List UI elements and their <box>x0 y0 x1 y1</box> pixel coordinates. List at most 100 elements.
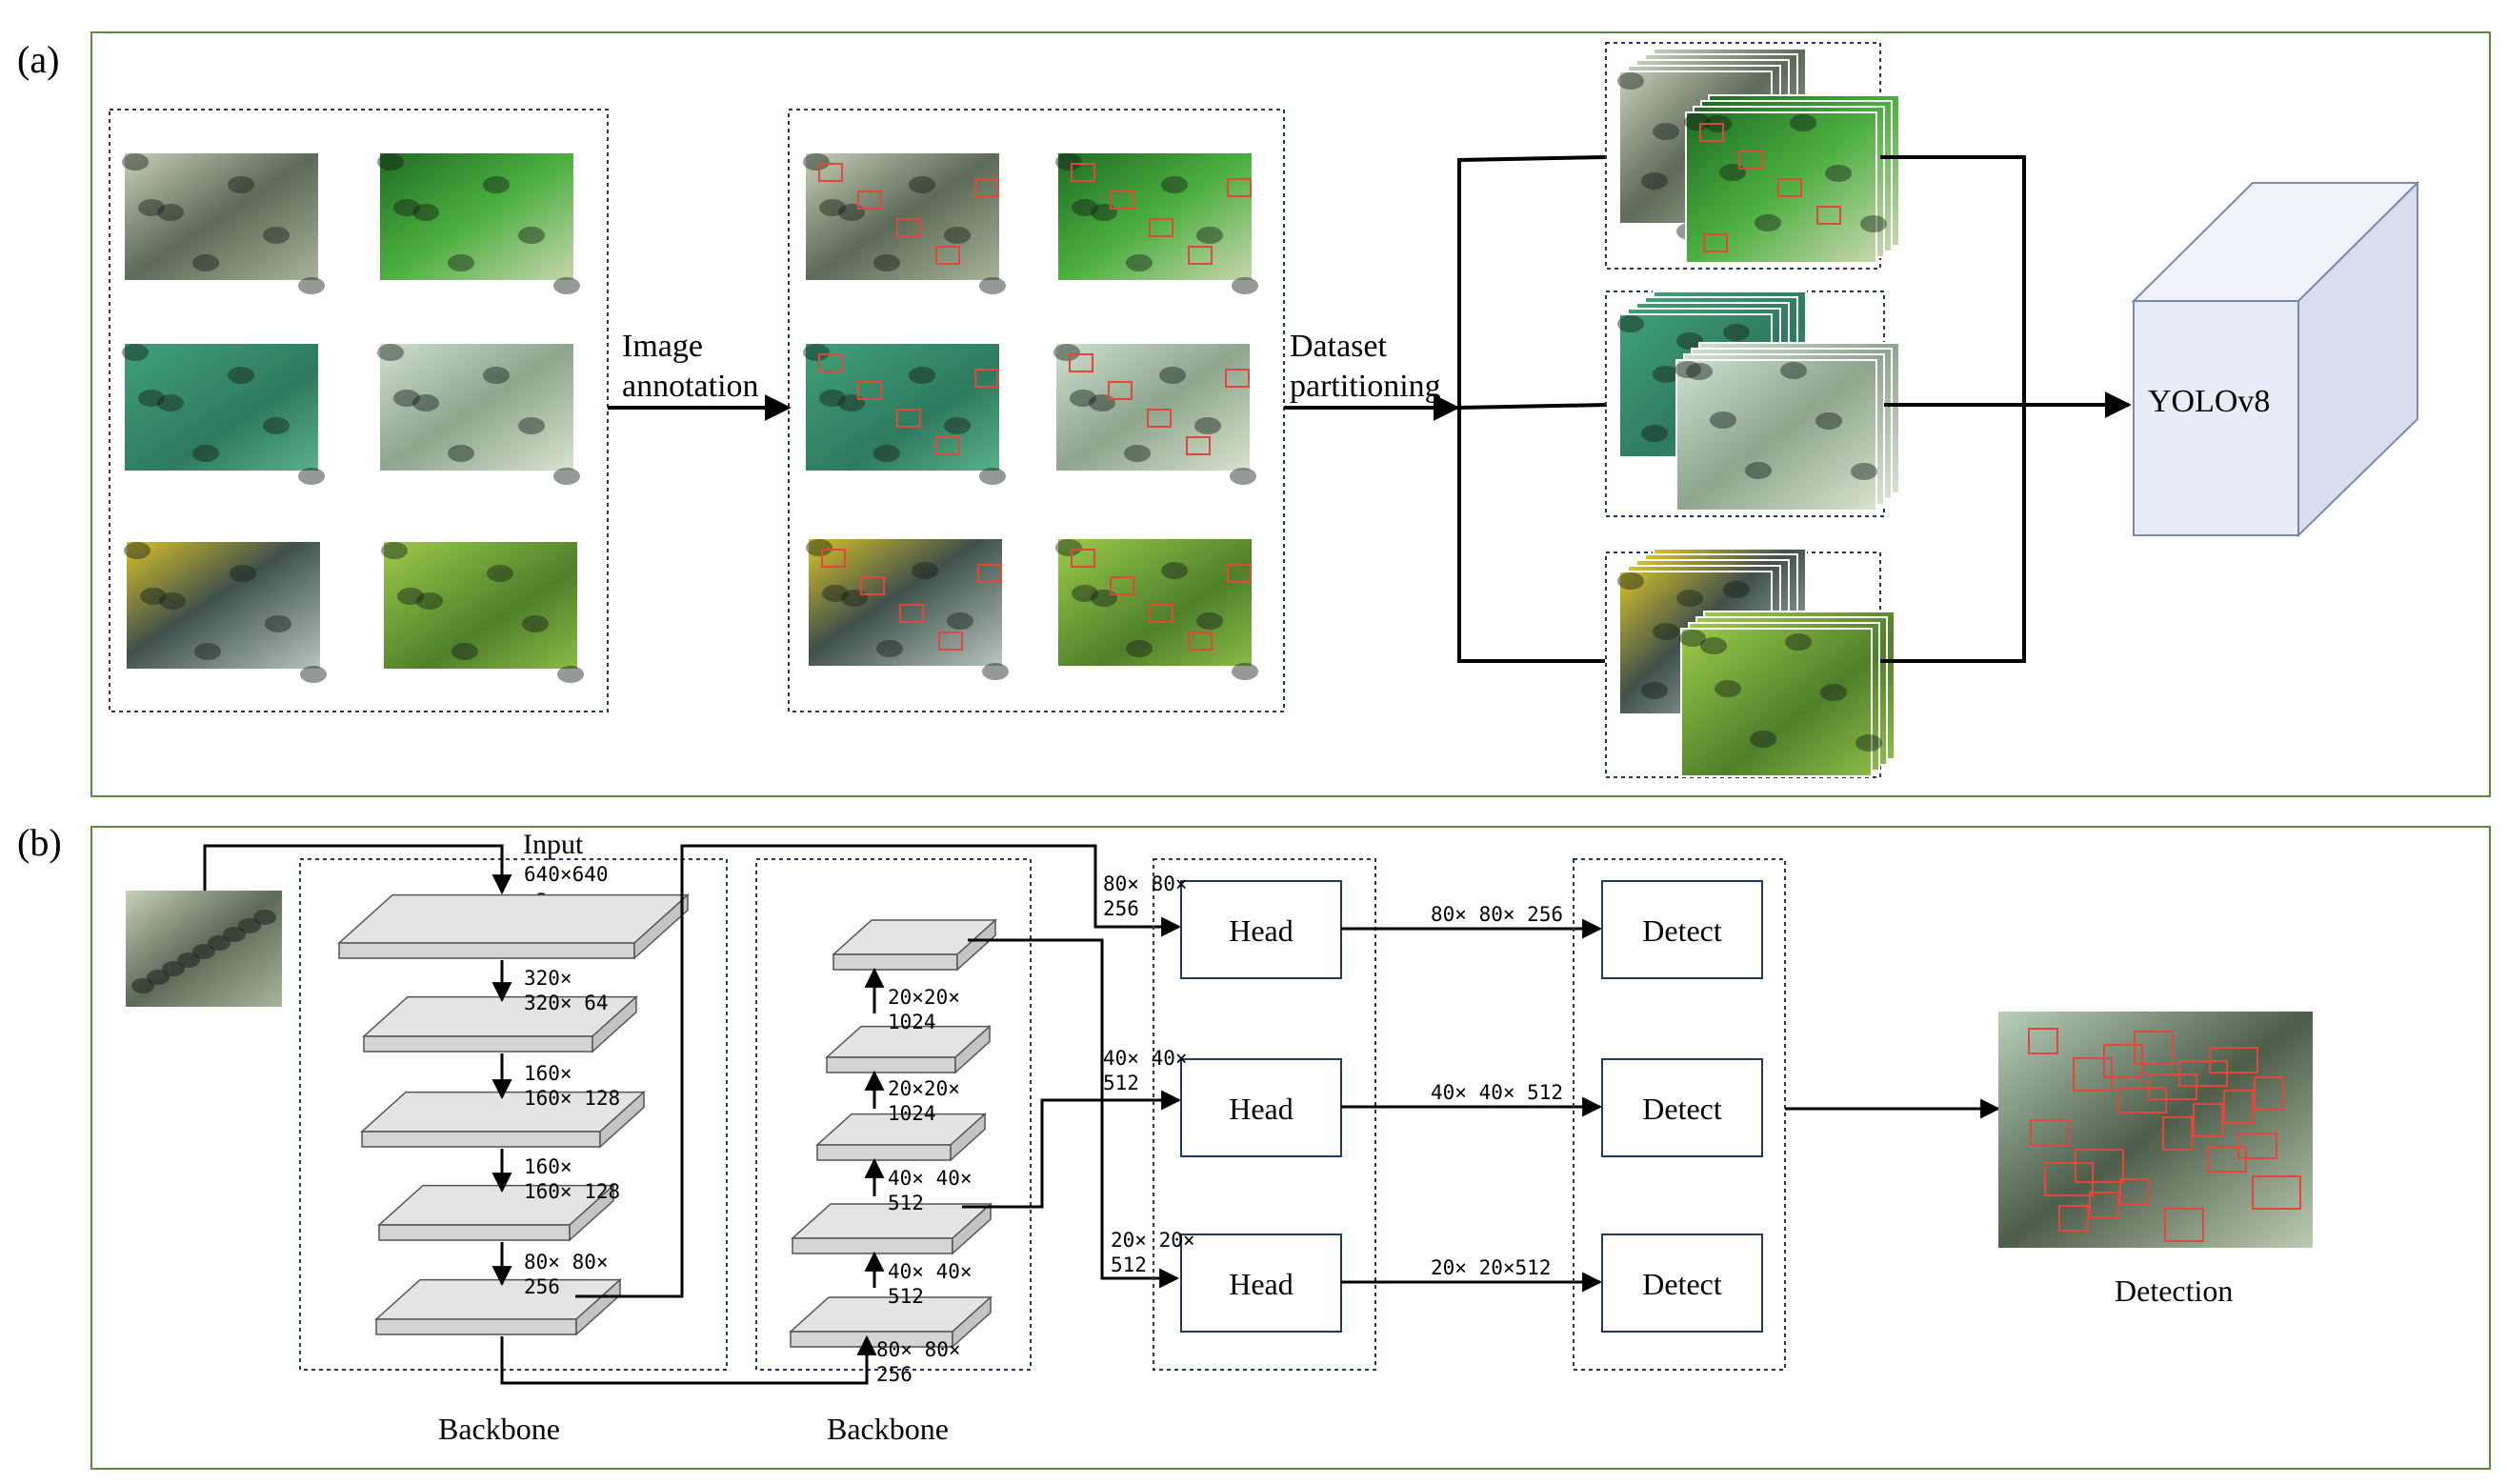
val-stack-front <box>1675 342 1900 511</box>
backbone1-layer-input <box>337 892 690 960</box>
stacked-frame <box>804 151 1001 282</box>
annotation-box <box>1225 369 1250 388</box>
detection-box <box>2073 1057 2113 1092</box>
texture-blob <box>416 592 443 610</box>
texture-blob <box>947 612 973 630</box>
texture-blob <box>265 615 291 632</box>
annotation-box <box>935 436 960 455</box>
stacked-frame <box>1056 537 1254 668</box>
texture-blob <box>944 227 971 244</box>
detect-block-2 <box>1601 1058 1763 1157</box>
layer-front <box>378 1224 571 1241</box>
texture-blob <box>876 640 903 657</box>
stacked-frame <box>807 537 1004 668</box>
texture-blob <box>1825 165 1852 182</box>
detect-label-3: Detect <box>1642 1267 1722 1301</box>
texture-blob <box>522 615 549 632</box>
texture-blob <box>1161 562 1188 579</box>
texture-blob <box>1700 637 1727 654</box>
backbone1-layer-4 <box>374 1277 622 1336</box>
texture-blob <box>1750 731 1776 748</box>
texture-blob <box>1723 581 1750 598</box>
backbone2-dims-1-line2: 1024 <box>888 1102 936 1125</box>
annotated-stack-green <box>1055 151 1258 294</box>
stacked-frame <box>382 540 579 671</box>
texture-blob <box>140 588 167 605</box>
texture-blob <box>1820 684 1847 701</box>
texture-blob <box>157 394 184 411</box>
raw-stack-green <box>377 151 580 294</box>
texture-blob <box>1230 468 1256 485</box>
texture-blob <box>177 953 200 968</box>
annotation-box <box>974 178 999 197</box>
split-group-train <box>1605 42 1881 270</box>
texture-blob <box>253 910 276 925</box>
annotation-box <box>1777 178 1802 197</box>
texture-blob <box>124 542 150 559</box>
texture-blob <box>1641 425 1668 442</box>
layer-side <box>569 1183 614 1242</box>
backbone2-dims-3-line1: 40× 40× <box>888 1260 973 1283</box>
panel-a-label: (a) <box>17 38 59 81</box>
texture-blob <box>448 254 474 271</box>
texture-blob <box>1790 114 1816 131</box>
partition-label-line1: Dataset <box>1290 329 1388 364</box>
annotation-box <box>977 564 1002 583</box>
detection-box <box>2193 1103 2223 1137</box>
texture-blob <box>518 227 545 244</box>
annotation-box <box>1149 604 1173 623</box>
annotated-stack-pale <box>1053 342 1256 485</box>
detection-box <box>2119 1178 2150 1205</box>
backbone1-dims-3-line2: 256 <box>524 1275 560 1298</box>
annotation-box <box>1108 381 1133 400</box>
split-image-stacks <box>1617 48 1900 777</box>
annotation-box <box>818 163 843 182</box>
texture-blob <box>393 199 420 216</box>
annotation-box <box>1188 246 1213 265</box>
detection-output-image <box>1998 1012 2313 1248</box>
texture-blob <box>228 176 254 193</box>
texture-blob <box>1851 463 1877 480</box>
texture-blob <box>909 367 935 384</box>
detect-group <box>1573 858 1786 1371</box>
backbone2-dims-2-line2: 512 <box>888 1192 924 1214</box>
annotation-box <box>938 632 963 651</box>
annotation-box <box>1110 191 1134 210</box>
texture-blob <box>1653 623 1679 640</box>
layer-front <box>338 942 635 959</box>
texture-blob <box>1676 590 1703 607</box>
texture-blob <box>412 394 439 411</box>
annotation-box <box>974 369 999 388</box>
stacked-frame <box>378 342 575 472</box>
texture-blob <box>1641 172 1668 190</box>
annotated-stack-underwater <box>803 151 1006 294</box>
texture-blob <box>1055 539 1082 556</box>
layer-front <box>363 1035 593 1053</box>
split-branch-middle <box>1458 403 1608 410</box>
texture-blob <box>1196 227 1223 244</box>
test-stack-front <box>1679 611 1895 777</box>
texture-blob <box>1196 612 1223 630</box>
backbone1-dims-1-line1: 160× <box>524 1062 572 1085</box>
texture-blob <box>1715 680 1741 697</box>
raw-stack-underwater <box>122 151 325 294</box>
head-input-dims-1-line2: 256 <box>1103 897 1139 920</box>
detection-box <box>2252 1175 2301 1210</box>
texture-blob <box>1126 640 1153 657</box>
detection-box <box>2058 1205 2089 1232</box>
detection-box <box>2209 1047 2258 1073</box>
backbone1-dims-0-line2: 320× 64 <box>524 992 609 1014</box>
backbone2-dims-4-line2: 256 <box>876 1363 913 1386</box>
texture-blob <box>377 344 404 361</box>
texture-blob <box>1710 411 1736 429</box>
raw-image-stacks <box>122 151 584 683</box>
texture-blob <box>230 565 256 582</box>
texture-blob <box>806 539 832 556</box>
layer-front <box>361 1131 601 1148</box>
annotated-stack-lime <box>1055 537 1258 680</box>
texture-blob <box>192 254 219 271</box>
detection-box <box>2044 1162 2094 1196</box>
backbone1-layer-3 <box>377 1183 615 1242</box>
